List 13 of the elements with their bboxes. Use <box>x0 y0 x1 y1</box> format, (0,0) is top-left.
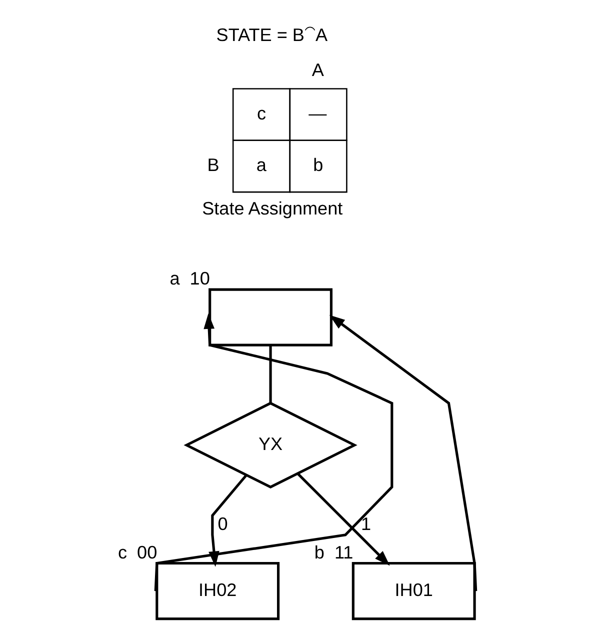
node-label: b 11 <box>314 542 354 562</box>
node-label: c 00 <box>118 542 158 562</box>
label: a <box>256 154 266 175</box>
edge-label: 1 <box>361 514 372 534</box>
label: A <box>312 60 324 80</box>
edge-label: 0 <box>218 514 228 534</box>
node-label: a 10 <box>170 268 210 289</box>
label: State Assignment <box>202 198 343 218</box>
label: STATE = B⁀A <box>216 25 328 46</box>
label: B <box>207 154 220 175</box>
label: c <box>256 103 266 124</box>
label: b <box>313 154 324 175</box>
label: — <box>308 103 327 124</box>
